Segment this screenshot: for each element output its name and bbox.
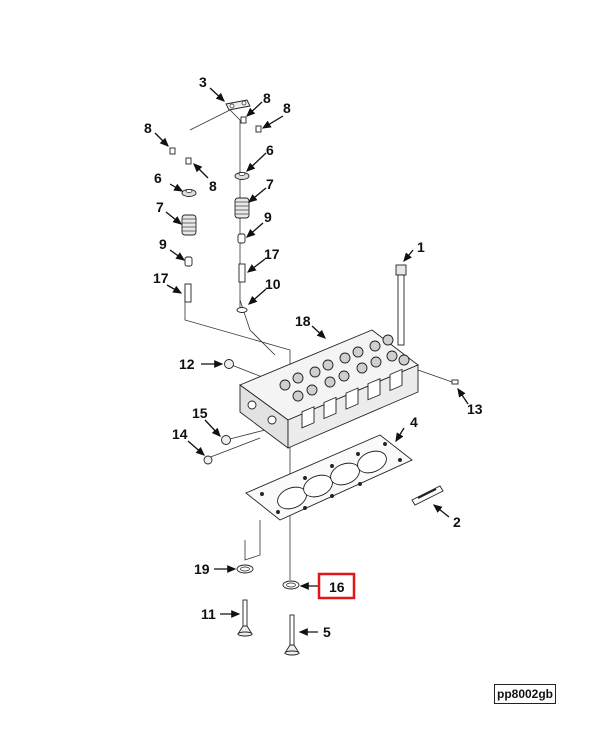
callout-19: 19 (194, 561, 210, 577)
callout-14: 14 (172, 426, 188, 442)
valve-spring-icon (234, 197, 250, 219)
callout-2: 2 (453, 514, 461, 530)
washer-icon (236, 307, 248, 313)
callout-13: 13 (467, 401, 483, 417)
valve-seal-icon (184, 256, 193, 267)
keeper-icon (185, 157, 192, 165)
callout-15: 15 (192, 405, 208, 421)
bracket-icon (225, 99, 251, 111)
exhaust-valve-icon (284, 614, 300, 656)
callout-arrows (154, 87, 469, 636)
callout-8: 8 (263, 90, 271, 106)
head-bolt-icon (395, 264, 407, 346)
plug-icon (203, 455, 213, 465)
highlight-box (317, 572, 356, 600)
callout-5: 5 (323, 624, 331, 640)
reference-code-label: pp8002gb (494, 684, 556, 704)
callout-4: 4 (410, 414, 418, 430)
valve-seal-icon (237, 233, 246, 244)
valve-guide-icon (184, 283, 192, 303)
callout-12: 12 (179, 356, 195, 372)
callout-17: 17 (153, 270, 169, 286)
callout-10: 10 (265, 276, 281, 292)
plug-icon (224, 359, 234, 369)
keeper-icon (169, 147, 176, 155)
plug-icon (221, 435, 231, 445)
callout-8: 8 (209, 178, 217, 194)
callout-6: 6 (154, 170, 162, 186)
valve-guide-icon (238, 263, 246, 283)
callout-7: 7 (266, 176, 274, 192)
keeper-icon (255, 125, 262, 133)
callout-3: 3 (199, 74, 207, 90)
gasket-indicator-icon (411, 485, 444, 506)
callout-7: 7 (156, 199, 164, 215)
callout-17: 17 (264, 246, 280, 262)
callout-11: 11 (201, 606, 216, 622)
callout-6: 6 (266, 142, 274, 158)
intake-valve-icon (237, 599, 253, 637)
keeper-icon (240, 116, 247, 124)
valve-spring-icon (181, 214, 197, 236)
callout-16: 16 (329, 579, 345, 595)
valve-train-left (169, 147, 197, 303)
callout-1: 1 (417, 239, 425, 255)
cylinder-head-icon (239, 329, 419, 449)
valve-train-right (225, 99, 262, 313)
callout-labels: 1 2 3 4 5 6 6 7 7 8 8 8 8 9 9 10 11 12 1… (144, 74, 483, 640)
screw-icon (451, 379, 459, 385)
callout-8: 8 (283, 100, 291, 116)
callout-9: 9 (264, 209, 272, 225)
head-gasket-icon (245, 434, 413, 521)
callout-8: 8 (144, 120, 152, 136)
callout-18: 18 (295, 313, 311, 329)
explode-lines (184, 109, 456, 580)
callout-9: 9 (159, 236, 167, 252)
